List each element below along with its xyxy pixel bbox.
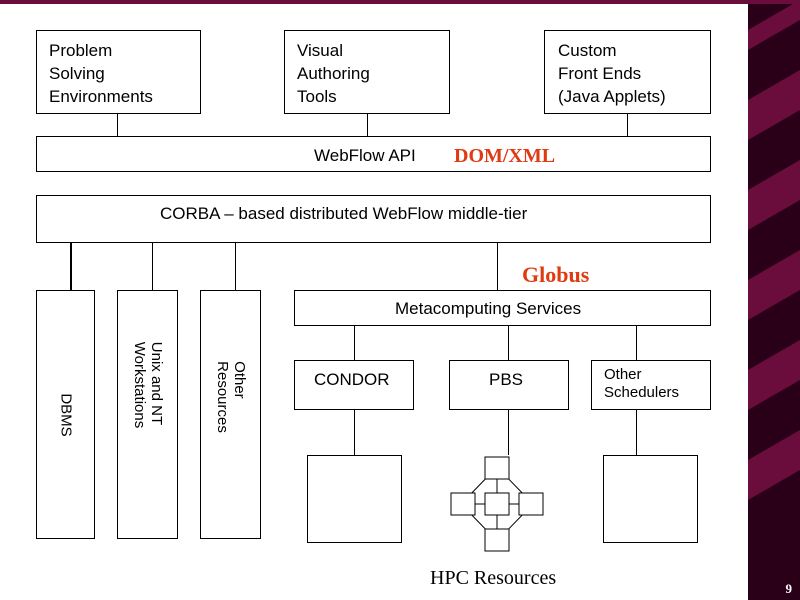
pbs-box: PBS [449, 360, 569, 410]
connector-line [508, 326, 509, 360]
connector-line [367, 114, 368, 136]
connector-line [235, 243, 236, 290]
page-number: 9 [785, 581, 793, 596]
connector-line [70, 243, 72, 290]
other-schedulers-box: Other Schedulers [591, 360, 711, 410]
connector-line [508, 410, 509, 455]
condor-label: CONDOR [314, 370, 390, 389]
connector-line [117, 114, 118, 136]
corba-label: CORBA – based distributed WebFlow middle… [160, 204, 528, 223]
connector-line [636, 326, 637, 360]
webflow-api-label: WebFlow API [314, 146, 416, 165]
metacomputing-services-box: Metacomputing Services [294, 290, 711, 326]
corba-middle-tier-bar: CORBA – based distributed WebFlow middle… [36, 195, 711, 243]
other-resources-box: Other Resources [200, 290, 261, 539]
connector-line [354, 326, 355, 360]
slide-canvas: Problem Solving Environments Visual Auth… [0, 4, 748, 600]
hpc-resources-label: HPC Resources [430, 567, 557, 589]
hpc-resource-box-right [603, 455, 698, 543]
dbms-box: DBMS [36, 290, 95, 539]
connector-line [152, 243, 153, 290]
condor-box: CONDOR [294, 360, 414, 410]
connector-line [497, 243, 498, 290]
connector-line [627, 114, 628, 136]
custom-front-ends-box: Custom Front Ends (Java Applets) [544, 30, 711, 114]
hpc-resource-box-left [307, 455, 402, 543]
problem-solving-label: Problem Solving Environments [49, 41, 153, 106]
other-schedulers-label: Other Schedulers [604, 366, 680, 401]
connector-line [354, 410, 355, 455]
visual-authoring-tools-box: Visual Authoring Tools [284, 30, 450, 114]
problem-solving-environments-box: Problem Solving Environments [36, 30, 201, 114]
other-resources-label: Other Resources [213, 361, 248, 434]
dbms-label: DBMS [57, 392, 74, 437]
connector-line [636, 410, 637, 455]
visual-authoring-label: Visual Authoring Tools [297, 41, 370, 106]
unix-nt-workstations-box: Unix and NT Workstations [117, 290, 178, 539]
webflow-api-bar: WebFlow API [36, 136, 711, 172]
unix-nt-label: Unix and NT Workstations [130, 341, 165, 429]
dom-xml-label: DOM/XML [454, 145, 556, 167]
custom-front-ends-label: Custom Front Ends (Java Applets) [558, 41, 666, 106]
metacomputing-label: Metacomputing Services [395, 299, 582, 318]
hpc-cluster-network-icon [450, 456, 544, 552]
pbs-label: PBS [489, 370, 524, 389]
globus-label: Globus [522, 262, 590, 287]
